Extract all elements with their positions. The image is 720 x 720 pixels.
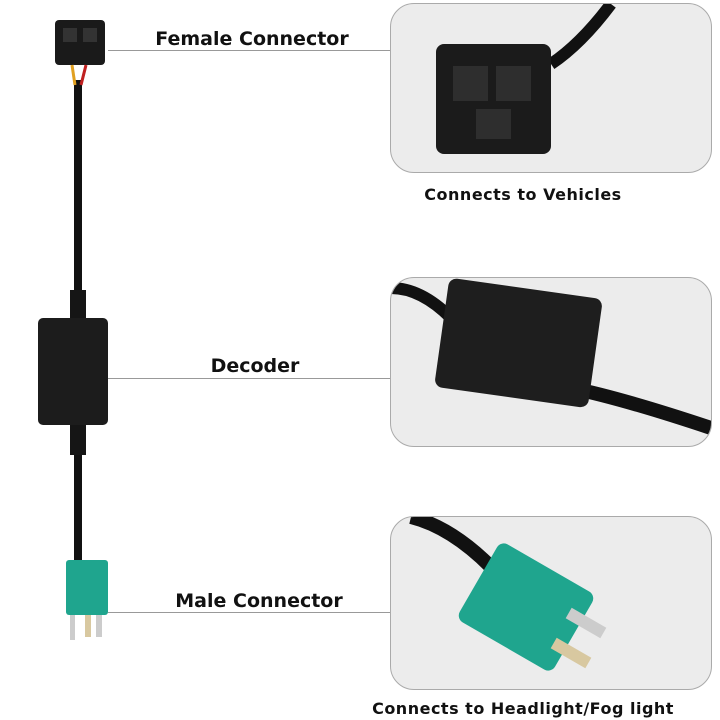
leader-line bbox=[108, 612, 391, 613]
decoder-closeup bbox=[390, 277, 712, 447]
decoder-image bbox=[38, 290, 108, 455]
male-connector-image bbox=[66, 560, 108, 640]
label-male-connector: Male Connector bbox=[175, 590, 343, 612]
female-connector-closeup bbox=[390, 3, 712, 173]
caption-vehicles: Connects to Vehicles bbox=[424, 185, 622, 204]
male-connector-closeup bbox=[390, 516, 712, 690]
female-connector-image bbox=[55, 20, 105, 86]
label-female-connector: Female Connector bbox=[155, 28, 349, 50]
label-decoder: Decoder bbox=[210, 355, 300, 377]
leader-line bbox=[108, 50, 391, 51]
caption-headlight: Connects to Headlight/Fog light bbox=[372, 699, 674, 718]
leader-line bbox=[108, 378, 391, 379]
